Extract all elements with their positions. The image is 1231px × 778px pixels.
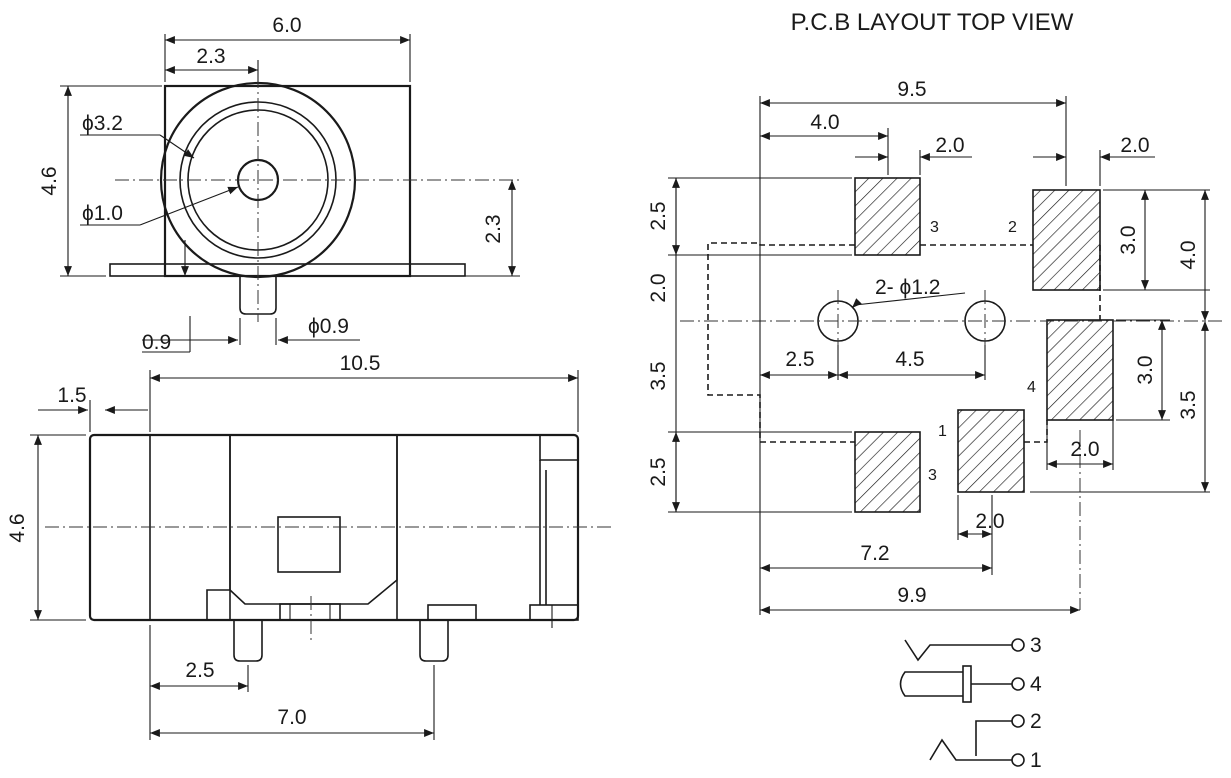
dim-row-3-5: 3.5 <box>647 361 670 390</box>
dim-pin-width: ϕ0.9 <box>308 315 349 338</box>
pad-label-1: 1 <box>938 423 947 440</box>
dim-width-6: 6.0 <box>272 14 301 37</box>
pad-3-top <box>854 177 921 256</box>
dim-right-3-5: 3.5 <box>1177 390 1200 419</box>
dim-pad1-width: 2.0 <box>975 510 1004 533</box>
dim-center-2-3: 2.3 <box>482 214 505 243</box>
dim-7-2: 7.2 <box>860 542 889 565</box>
pad-label-3-bottom: 3 <box>928 467 937 484</box>
dim-pad3-width: 2.0 <box>935 134 964 157</box>
dim-row-2-5-bottom: 2.5 <box>647 457 670 486</box>
pad-label-3-top: 3 <box>930 219 939 236</box>
schematic-pin-4: 4 <box>1030 673 1042 696</box>
pad-3-bottom <box>854 431 921 513</box>
pad-label-4: 4 <box>1027 379 1036 396</box>
schematic-pin-3: 3 <box>1030 634 1042 657</box>
dim-9-9: 9.9 <box>897 584 926 607</box>
dim-front-1-5: 1.5 <box>57 384 86 407</box>
dim-pad2-width: 2.0 <box>1120 134 1149 157</box>
schematic <box>899 638 1025 767</box>
dim-hole-span: 4.5 <box>895 348 924 371</box>
dim-right-4-0: 4.0 <box>1177 240 1200 269</box>
dim-hole-left: 2.5 <box>785 348 814 371</box>
dim-pad4-width: 2.0 <box>1070 438 1099 461</box>
dim-offset-2-3: 2.3 <box>196 45 225 68</box>
dim-pad2-height: 3.0 <box>1117 225 1140 254</box>
dim-pad4-height: 3.0 <box>1134 355 1157 384</box>
dim-length-10-5: 10.5 <box>340 352 381 375</box>
dim-side-height-4-6: 4.6 <box>6 513 29 542</box>
dim-row-2-5-top: 2.5 <box>647 201 670 230</box>
dim-pin-diameter: ϕ1.0 <box>82 202 123 225</box>
dim-pcb-4-0: 4.0 <box>810 111 839 134</box>
dim-pcb-9-5: 9.5 <box>897 78 926 101</box>
side-view <box>30 370 615 740</box>
pad-2 <box>1032 189 1101 291</box>
schematic-pin-2: 2 <box>1030 710 1042 733</box>
pad-label-2: 2 <box>1008 219 1017 236</box>
schematic-pin-1: 1 <box>1030 749 1042 772</box>
pad-4 <box>1046 319 1114 421</box>
dim-hole-spec: 2- ϕ1.2 <box>875 276 940 299</box>
pad-1 <box>957 409 1025 493</box>
pcb-layout <box>668 96 1225 615</box>
dim-pin2-7-0: 7.0 <box>277 706 306 729</box>
page-title: P.C.B LAYOUT TOP VIEW <box>791 9 1074 36</box>
dim-pin-offset: 0.9 <box>142 331 171 354</box>
dim-row-2-0: 2.0 <box>647 273 670 302</box>
dim-height-4-6: 4.6 <box>38 166 61 195</box>
dim-outer-diameter: ϕ3.2 <box>82 112 123 135</box>
dim-pin1-2-5: 2.5 <box>185 659 214 682</box>
front-view <box>60 34 520 353</box>
